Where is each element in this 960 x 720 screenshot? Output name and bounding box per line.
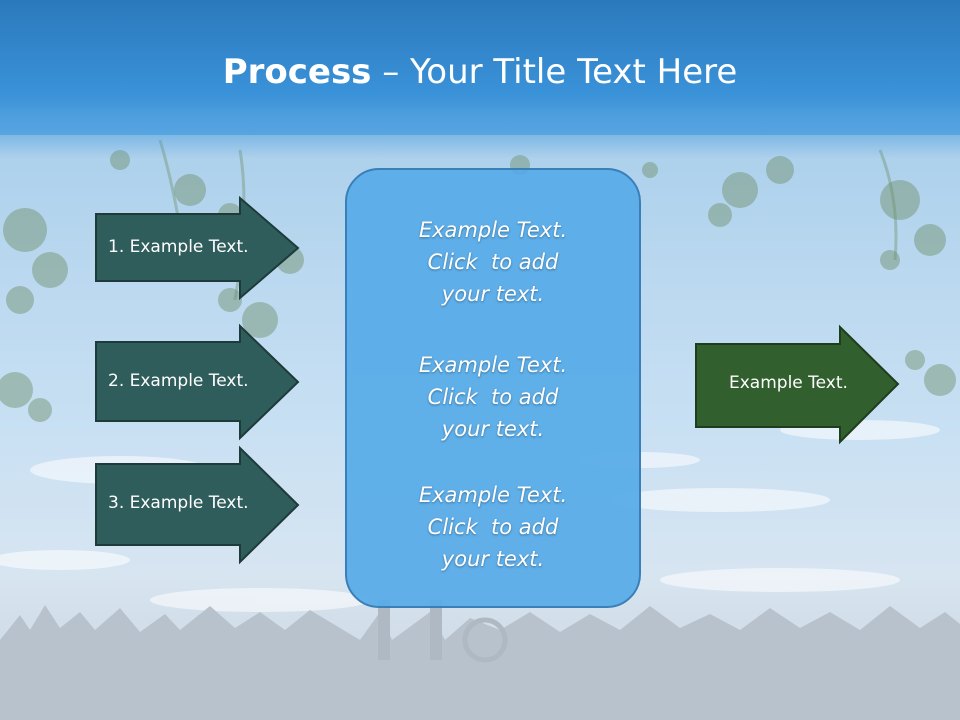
left-arrow-2-label: 2. Example Text.	[108, 371, 249, 391]
block-line: your text.	[441, 282, 545, 306]
arrow-shape	[95, 195, 300, 301]
right-arrow-label: Example Text.	[729, 373, 848, 393]
left-arrow-2[interactable]: 2. Example Text.	[95, 323, 300, 441]
block-line: Click to add	[427, 250, 559, 274]
center-text-block-3: Example Text. Click to add your text.	[347, 479, 639, 575]
block-line: your text.	[441, 417, 545, 441]
left-arrow-1[interactable]: 1. Example Text.	[95, 195, 300, 301]
block-line: Click to add	[427, 515, 559, 539]
block-line: Example Text.	[418, 218, 568, 242]
center-text-box[interactable]: Example Text. Click to add your text. Ex…	[345, 168, 641, 608]
left-arrow-3[interactable]: 3. Example Text.	[95, 445, 300, 565]
slide-title-bold: Process	[222, 52, 372, 92]
center-text-block-2: Example Text. Click to add your text.	[347, 349, 639, 445]
slide-title-rest: – Your Title Text Here	[371, 52, 738, 92]
title-bar	[0, 0, 960, 135]
arrow-shape	[695, 324, 900, 445]
center-text-block-1: Example Text. Click to add your text.	[347, 214, 639, 310]
slide-title[interactable]: Process – Your Title Text Here	[0, 52, 960, 92]
left-arrow-3-label: 3. Example Text.	[108, 493, 249, 513]
right-arrow[interactable]: Example Text.	[695, 324, 900, 445]
title-bar-fade	[0, 118, 960, 158]
left-arrow-1-label: 1. Example Text.	[108, 237, 249, 257]
block-line: Example Text.	[418, 483, 568, 507]
arrow-shape	[95, 445, 300, 565]
block-line: Click to add	[427, 385, 559, 409]
block-line: Example Text.	[418, 353, 568, 377]
arrow-shape	[95, 323, 300, 441]
block-line: your text.	[441, 547, 545, 571]
